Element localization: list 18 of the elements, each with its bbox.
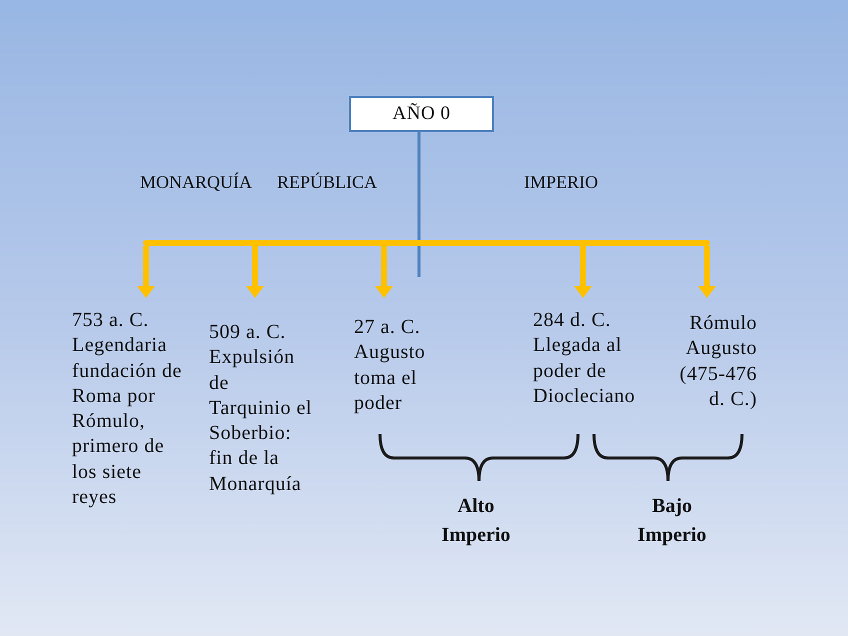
connector-line bbox=[418, 132, 420, 277]
period-label: Bajo Imperio bbox=[636, 494, 708, 548]
timeline-bar bbox=[143, 240, 710, 246]
period-label: IMPERIO bbox=[524, 171, 598, 193]
arrow bbox=[246, 246, 264, 298]
event-text: 509 a. C. Expulsión de Tarquinio el Soberbio: fin de la Monarquía bbox=[209, 298, 313, 498]
event-text: 284 d. C. Llegada al poder de Diocleciano bbox=[533, 298, 647, 410]
period-label: MONARQUÍA bbox=[140, 171, 252, 193]
event-text: Rómulo Augusto (475-476 d. C.) bbox=[667, 298, 757, 412]
arrow bbox=[137, 246, 155, 298]
year-box: AÑO 0 bbox=[349, 96, 494, 132]
period-label: Alto Imperio bbox=[440, 494, 512, 548]
event-text: 27 a. C. Augusto toma el poder bbox=[354, 298, 436, 416]
period-label: REPÚBLICA bbox=[277, 171, 378, 193]
arrow bbox=[698, 246, 716, 298]
event-text: 753 a. C. Legendaria fundación de Roma por Rómulo, primero de los siete reyes bbox=[72, 298, 190, 510]
arrow bbox=[375, 246, 393, 298]
arrow bbox=[574, 246, 592, 298]
